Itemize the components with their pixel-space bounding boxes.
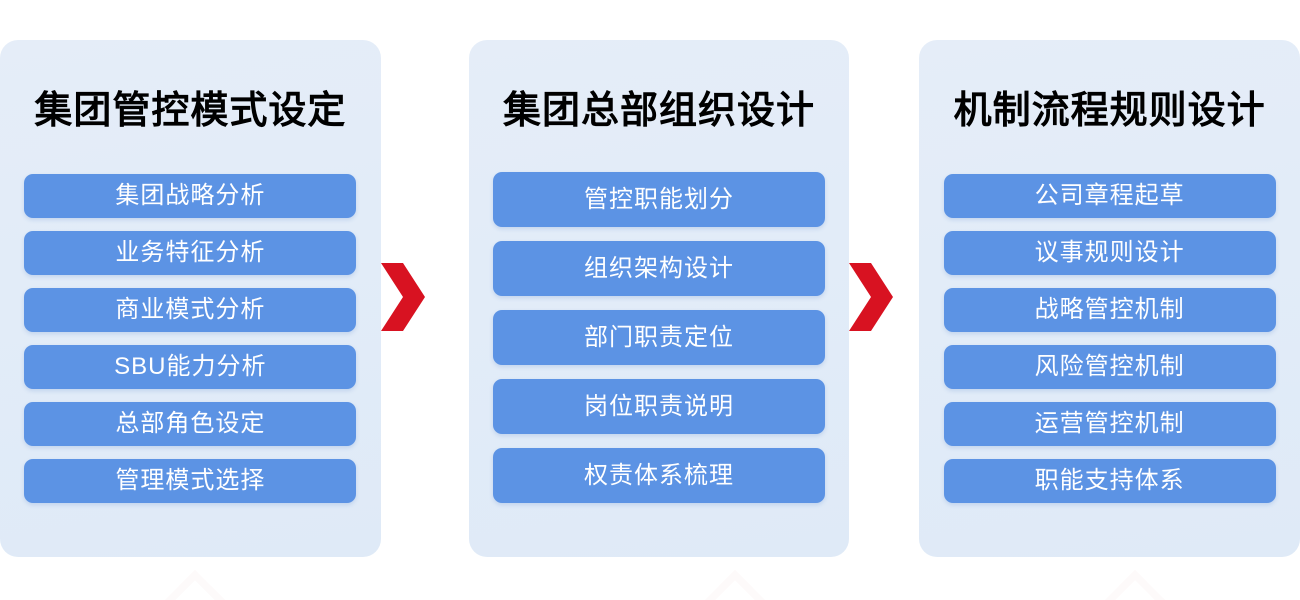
stage-item[interactable]: 商业模式分析 — [24, 288, 357, 332]
stage-item[interactable]: 职能支持体系 — [943, 459, 1276, 503]
stage-item[interactable]: 集团战略分析 — [24, 174, 357, 218]
stage-item[interactable]: 公司章程起草 — [943, 174, 1276, 218]
stage-title-2: 集团总部组织设计 — [503, 90, 816, 132]
stage-item[interactable]: 战略管控机制 — [943, 288, 1276, 332]
stage-panel-1: 集团管控模式设定 集团战略分析 业务特征分析 商业模式分析 SBU能力分析 总部… — [0, 40, 381, 557]
stage-item[interactable]: 总部角色设定 — [24, 402, 357, 446]
stage-item-list-2: 管控职能划分 组织架构设计 部门职责定位 岗位职责说明 权责体系梳理 — [493, 172, 825, 517]
stage-item[interactable]: 管理模式选择 — [24, 459, 357, 503]
stage-panel-3: 机制流程规则设计 公司章程起草 议事规则设计 战略管控机制 风险管控机制 运营管… — [919, 40, 1300, 557]
stage-title-1: 集团管控模式设定 — [34, 90, 347, 132]
stage-item[interactable]: 岗位职责说明 — [493, 379, 825, 434]
stage-item[interactable]: 权责体系梳理 — [493, 448, 825, 503]
stage-item[interactable]: 业务特征分析 — [24, 231, 357, 275]
stage-panel-2: 集团总部组织设计 管控职能划分 组织架构设计 部门职责定位 岗位职责说明 权责体… — [468, 40, 850, 557]
stage-item[interactable]: 议事规则设计 — [943, 231, 1276, 275]
stage-item[interactable]: 组织架构设计 — [493, 241, 825, 296]
stage-item[interactable]: SBU能力分析 — [24, 345, 357, 389]
stage-item-list-1: 集团战略分析 业务特征分析 商业模式分析 SBU能力分析 总部角色设定 管理模式… — [24, 174, 357, 503]
stage-item[interactable]: 管控职能划分 — [493, 172, 825, 227]
stage-title-3: 机制流程规则设计 — [953, 90, 1266, 132]
chevron-right-arrow-icon — [380, 263, 425, 331]
chevron-right-arrow-icon — [849, 263, 894, 331]
stage-item[interactable]: 风险管控机制 — [943, 345, 1276, 389]
stage-item[interactable]: 部门职责定位 — [493, 310, 825, 365]
stage-item[interactable]: 运营管控机制 — [943, 402, 1276, 446]
stage-item-list-3: 公司章程起草 议事规则设计 战略管控机制 风险管控机制 运营管控机制 职能支持体… — [943, 174, 1276, 516]
